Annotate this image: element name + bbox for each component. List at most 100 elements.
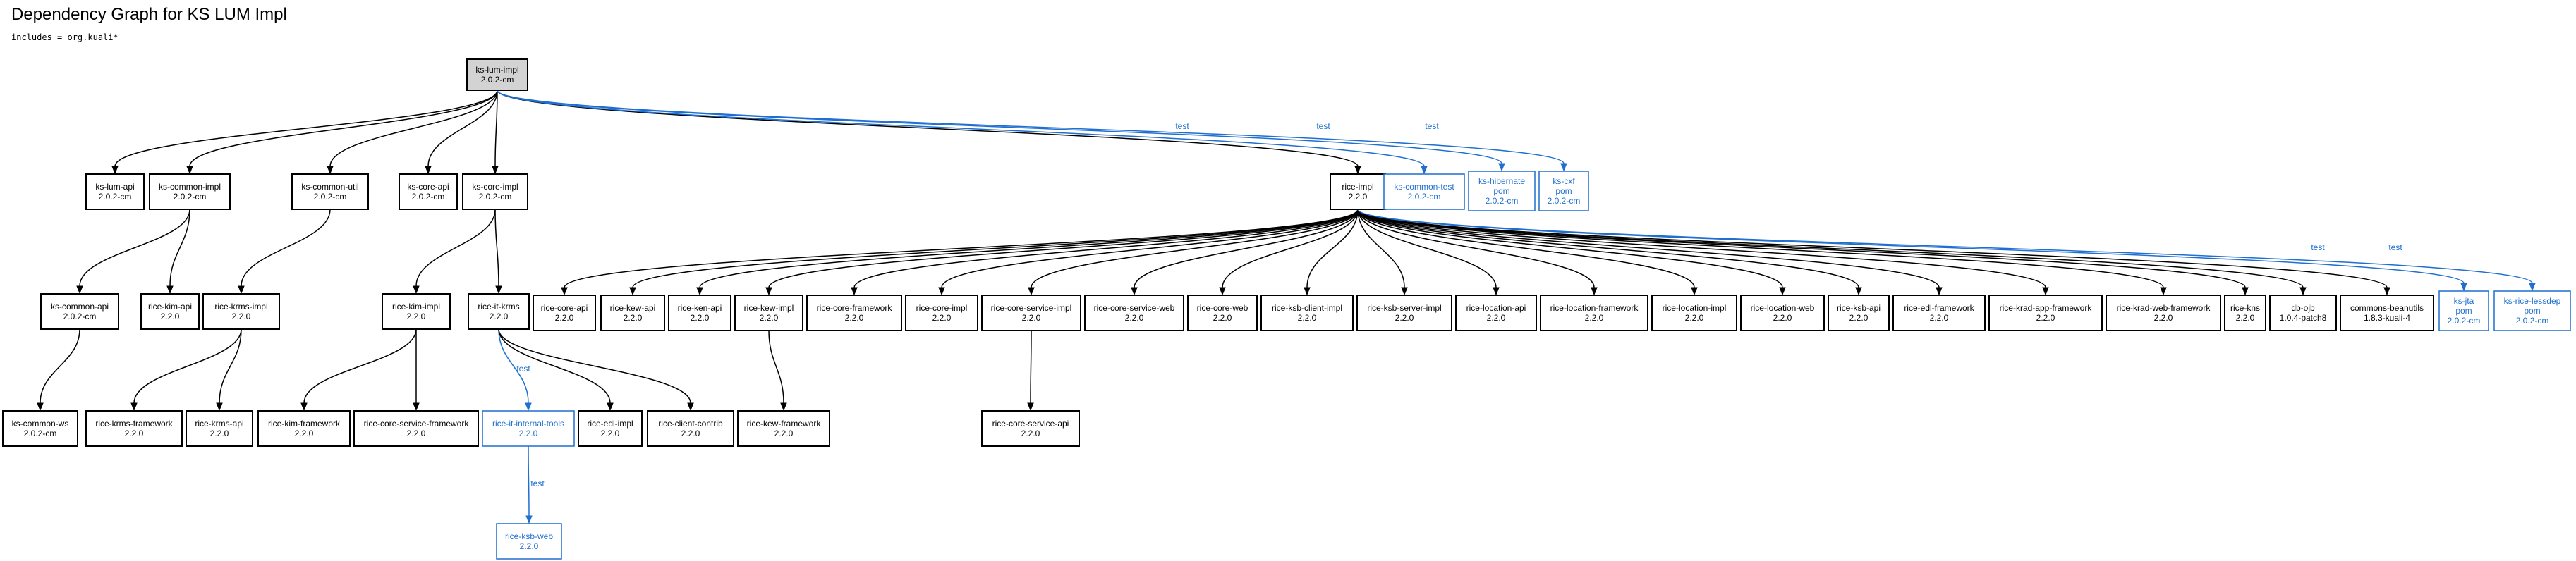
arrowhead	[1493, 287, 1500, 296]
node-version: 2.2.0	[1487, 313, 1506, 323]
arrowhead	[765, 287, 772, 296]
arrowhead	[1936, 287, 1943, 296]
node-box	[1740, 295, 1825, 331]
node-box	[140, 293, 200, 330]
node-box	[737, 410, 830, 447]
edge-rice-impl-to-rice-location-impl	[1357, 209, 1698, 296]
edge-rice-impl-to-rice-krad-app-framework	[1357, 209, 2049, 296]
arrowhead	[1304, 287, 1311, 296]
edge-ks-lum-impl-to-ks-core-api	[425, 90, 498, 175]
arrowhead	[1591, 287, 1598, 296]
node-version: 2.2.0	[232, 312, 251, 321]
node-name: rice-krad-web-framework	[2117, 303, 2211, 313]
edge-line	[1134, 209, 1359, 288]
node-name: rice-location-web	[1751, 303, 1815, 313]
edge-line	[241, 209, 331, 287]
edge-rice-kew-impl-to-rice-kew-framework	[768, 330, 787, 412]
node-box	[482, 410, 575, 447]
node-version: 2.0.2-cm	[2448, 316, 2481, 326]
node-box	[468, 293, 530, 330]
node-box	[353, 410, 479, 447]
edge-rice-it-krms-to-rice-edl-impl	[498, 328, 614, 412]
edge-line	[497, 90, 1359, 167]
node-version: 2.0.2-cm	[1548, 196, 1581, 206]
edge-ks-lum-impl-to-ks-lum-api	[111, 90, 498, 175]
node-box	[806, 295, 902, 331]
node-version: 2.2.0	[490, 312, 509, 321]
node-version: 2.2.0	[161, 312, 180, 321]
node-packaging: pom	[2524, 306, 2540, 316]
edge-line	[1357, 209, 1940, 288]
edge-rice-impl-to-rice-core-service-web	[1131, 209, 1359, 296]
node-box	[40, 293, 119, 330]
edge-line	[699, 209, 1359, 288]
node-name: rice-edl-impl	[587, 419, 633, 429]
node-name: rice-ksb-api	[1837, 303, 1881, 313]
node-version: 2.2.0	[1021, 429, 1040, 438]
node-box	[291, 173, 369, 210]
node-version: 2.0.2-cm	[314, 192, 347, 202]
arrowhead	[238, 285, 245, 295]
edge-line	[1306, 209, 1359, 288]
edge-line	[415, 209, 496, 287]
node-packaging: pom	[2455, 306, 2472, 316]
node-name: rice-location-framework	[1550, 303, 1639, 313]
edge-line	[1357, 209, 2046, 288]
arrowhead	[1421, 166, 1428, 175]
node-ks-common-ws: ks-common-ws2.0.2-cm	[2, 410, 78, 447]
edge-line	[1357, 209, 1783, 288]
node-version: 2.0.2-cm	[1408, 192, 1441, 202]
node-box	[600, 295, 665, 331]
node-box	[1260, 295, 1354, 331]
node-name: ks-common-impl	[159, 182, 221, 192]
node-box	[2269, 295, 2337, 331]
node-version: 2.2.0	[845, 313, 864, 323]
nodes: ks-lum-impl2.0.2-cmks-lum-api2.0.2-cmks-…	[2, 58, 2571, 560]
arrowhead	[2299, 287, 2307, 296]
node-version: 2.2.0	[1298, 313, 1317, 323]
edge-rice-kim-impl-to-rice-kim-framework	[300, 328, 417, 412]
node-box	[981, 295, 1081, 331]
node-name: ks-jta	[2454, 296, 2474, 306]
edge-rice-core-service-impl-to-rice-core-service-api	[1027, 330, 1034, 412]
node-box	[2493, 290, 2571, 331]
edge-label: test	[516, 364, 530, 374]
node-box	[399, 173, 458, 210]
node-name: rice-kew-impl	[744, 303, 794, 313]
edge-ks-core-impl-to-rice-kim-impl	[413, 209, 496, 295]
arrowhead	[413, 402, 420, 412]
edge-line	[498, 328, 691, 404]
node-name: ks-lum-impl	[475, 65, 518, 75]
edge-rice-krms-impl-to-rice-krms-api	[216, 328, 242, 412]
edge-rice-impl-to-rice-location-web	[1357, 209, 1786, 296]
arrowhead	[216, 402, 223, 412]
edge-rice-it-internal-tools-to-rice-ksb-web: test	[525, 445, 545, 524]
edge-line	[329, 90, 498, 167]
arrowhead	[938, 287, 945, 296]
arrowhead	[111, 166, 119, 175]
node-name: commons-beanutils	[2350, 303, 2424, 313]
edge-line	[768, 330, 784, 404]
edge-line	[528, 445, 530, 517]
edge-rice-impl-to-rice-edl-framework	[1357, 209, 1943, 296]
edge-rice-impl-to-rice-core-impl	[938, 209, 1359, 296]
arrowhead	[76, 285, 83, 295]
arrowhead	[425, 166, 432, 175]
node-name: rice-kim-impl	[392, 302, 440, 312]
node-box	[578, 410, 643, 447]
edge-ks-common-impl-to-ks-common-api	[76, 209, 190, 295]
